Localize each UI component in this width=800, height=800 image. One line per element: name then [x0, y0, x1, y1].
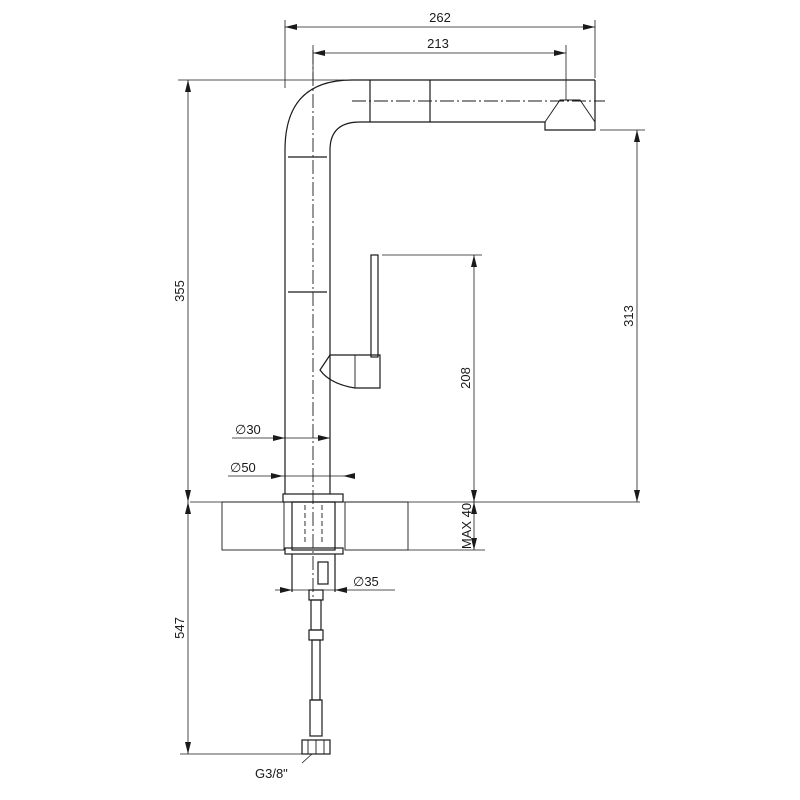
svg-text:∅35: ∅35: [353, 574, 379, 589]
lever-handle: [319, 254, 381, 389]
dimension-lever-height: 208: [382, 254, 482, 502]
diameter-symbol: ∅: [230, 460, 241, 475]
dimension-below-counter: 547: [172, 502, 302, 755]
spout-reach-label: 213: [427, 36, 449, 51]
dimension-outlet-height: 313: [600, 129, 645, 502]
countertop-section: [190, 501, 640, 551]
hole-diameter-label: 35: [364, 574, 378, 589]
dimension-base-diameter: ∅50: [228, 460, 355, 479]
faucet-body: [282, 50, 605, 600]
svg-text:∅50: ∅50: [230, 460, 256, 475]
lever-height-label: 208: [458, 367, 473, 389]
diameter-symbol: ∅: [235, 422, 246, 437]
dimension-spout-reach: 213: [312, 36, 567, 100]
outlet-height-label: 313: [621, 305, 636, 327]
connection-thread-callout: G3/8": [255, 753, 313, 781]
svg-text:∅30: ∅30: [235, 422, 261, 437]
overall-height-label: 355: [172, 280, 187, 302]
body-diameter-label: 30: [246, 422, 260, 437]
connection-thread-label: G3/8": [255, 766, 288, 781]
dimension-overall-height: 355: [172, 79, 345, 502]
dimension-body-diameter: ∅30: [232, 422, 330, 441]
dimension-max-countertop: MAX 40: [459, 502, 477, 550]
under-counter-assembly: [284, 501, 344, 755]
dimension-hole-diameter: ∅35: [275, 574, 395, 593]
below-counter-label: 547: [172, 617, 187, 639]
diameter-symbol: ∅: [353, 574, 364, 589]
overall-width-label: 262: [429, 10, 451, 25]
max-countertop-label: MAX 40: [459, 503, 474, 549]
base-diameter-label: 50: [241, 460, 255, 475]
dimension-overall-width: 262: [284, 10, 596, 88]
